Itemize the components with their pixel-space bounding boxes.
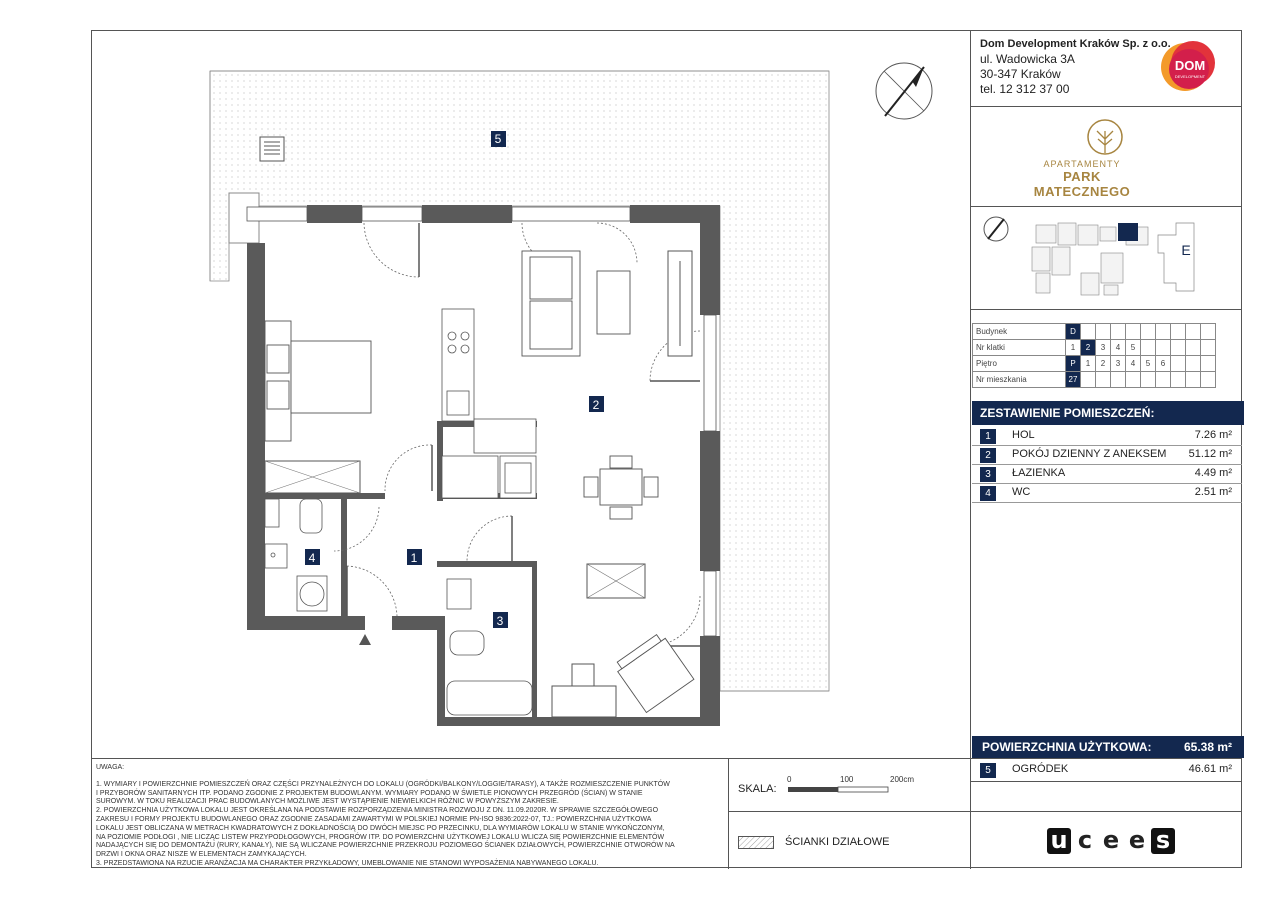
svg-text:E: E [1181, 242, 1190, 258]
company-street: ul. Wadowicka 3A [980, 52, 1075, 66]
dining-table [583, 455, 659, 520]
floor-plan: 5 2 4 1 3 [209, 62, 933, 726]
room-row: 3 ŁAZIENKA 4.49 m² [972, 464, 1242, 483]
total-area-label: POWIERZCHNIA UŻYTKOWA: [982, 740, 1152, 754]
room-label-5: 5 [495, 132, 502, 146]
bathroom-fixtures [446, 578, 533, 716]
scale-bar [788, 786, 889, 793]
partition-legend-swatch [738, 836, 774, 849]
compass-icon [875, 62, 933, 120]
room-row: 1 HOL 7.26 m² [972, 426, 1242, 445]
svg-text:DEVELOPMENT: DEVELOPMENT [1175, 74, 1206, 79]
dom-development-logo: DOM DEVELOPMENT [1161, 41, 1215, 91]
scale-tick: 200cm [890, 775, 915, 784]
legend-text: ŚCIANKI DZIAŁOWE [785, 836, 890, 848]
company-info: Dom Development Kraków Sp. z o.o. ul. Wa… [980, 37, 1171, 97]
summary-header: ZESTAWIENIE POMIESZCZEŃ: [972, 401, 1244, 425]
room-label-2: 2 [593, 398, 600, 412]
unit-meta-table: Budynek D Nr klatki 1 2 3 4 5 Piętro P 1… [972, 323, 1216, 388]
room-labels: 5 2 4 1 3 [305, 131, 604, 628]
wc-fixtures [264, 498, 328, 612]
room-row: 4 WC 2.51 m² [972, 483, 1242, 502]
room-row: 2 POKÓJ DZIENNY Z ANEKSEM 51.12 m² [972, 445, 1242, 464]
plan-sheet: 5 2 4 1 3 Dom Development Kraków Sp. z o… [91, 30, 1244, 869]
total-area-bar: POWIERZCHNIA UŻYTKOWA: 65.38 m² [972, 736, 1244, 758]
scale-tick: 0 [787, 775, 792, 784]
vent-grille [259, 136, 285, 162]
scale-tick: 100 [840, 775, 854, 784]
project-name: APARTAMENTY PARK MATECZNEGO [1033, 159, 1131, 199]
site-key-plan: E [983, 216, 1195, 296]
scale-label: SKALA: [738, 783, 777, 795]
kitchen [441, 308, 537, 499]
notes-block: UWAGA: 1. WYMIARY I POWIERZCHNIE POMIESZ… [96, 764, 675, 867]
room-label-4: 4 [309, 551, 316, 565]
company-city: 30-347 Kraków [980, 67, 1061, 81]
svg-text:DOM: DOM [1175, 58, 1205, 73]
sofa [521, 250, 631, 357]
company-phone: tel. 12 312 37 00 [980, 82, 1070, 96]
garden-row: 5 OGRÓDEK 46.61 m² [972, 760, 1242, 779]
entry-marker [359, 634, 371, 645]
room-label-3: 3 [497, 614, 504, 628]
company-name: Dom Development Kraków Sp. z o.o. [980, 38, 1171, 50]
panel-divider [970, 31, 971, 869]
exterior-walls [247, 205, 720, 726]
windows [246, 206, 717, 637]
room-label-1: 1 [411, 551, 418, 565]
total-area-value: 65.38 m² [1183, 740, 1232, 754]
tree-logo-icon [1087, 119, 1123, 155]
doors [333, 222, 701, 647]
bed [264, 320, 372, 442]
